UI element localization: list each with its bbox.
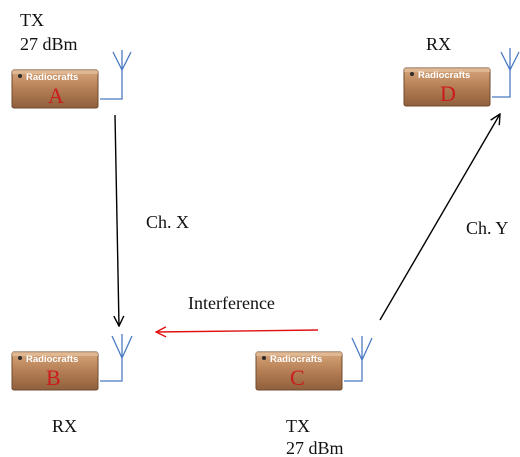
module-d-role: RX: [426, 34, 451, 54]
module-a-power: 27 dBm: [20, 34, 78, 54]
channel-x-label: Ch. X: [146, 212, 189, 232]
module-b: Radiocrafts B: [11, 351, 99, 391]
module-b-brand: Radiocrafts: [26, 354, 78, 365]
interference-label: Interference: [188, 293, 275, 313]
module-c: Radiocrafts C: [255, 351, 343, 391]
module-c-power: 27 dBm: [286, 438, 344, 457]
channel-y-arrow: [379, 114, 500, 321]
module-d: Radiocrafts D: [403, 67, 491, 107]
module-a: Radiocrafts A: [11, 69, 99, 109]
antenna-c-icon: [344, 336, 373, 382]
antenna-a-icon: [100, 50, 132, 100]
module-d-brand: Radiocrafts: [418, 70, 470, 81]
channel-x-arrow: [115, 114, 119, 326]
module-d-letter: D: [440, 81, 456, 106]
module-c-role: TX: [286, 416, 310, 436]
antenna-b-icon: [100, 334, 133, 382]
module-a-brand: Radiocrafts: [26, 72, 78, 83]
module-c-letter: C: [290, 365, 305, 390]
interference-arrow: [156, 330, 319, 332]
channel-y-label: Ch. Y: [466, 218, 508, 238]
module-a-letter: A: [48, 83, 64, 108]
module-c-brand: Radiocrafts: [270, 354, 322, 365]
module-b-letter: B: [46, 365, 61, 390]
module-b-role: RX: [52, 416, 77, 436]
antenna-d-icon: [492, 48, 520, 98]
module-a-role: TX: [20, 10, 44, 30]
